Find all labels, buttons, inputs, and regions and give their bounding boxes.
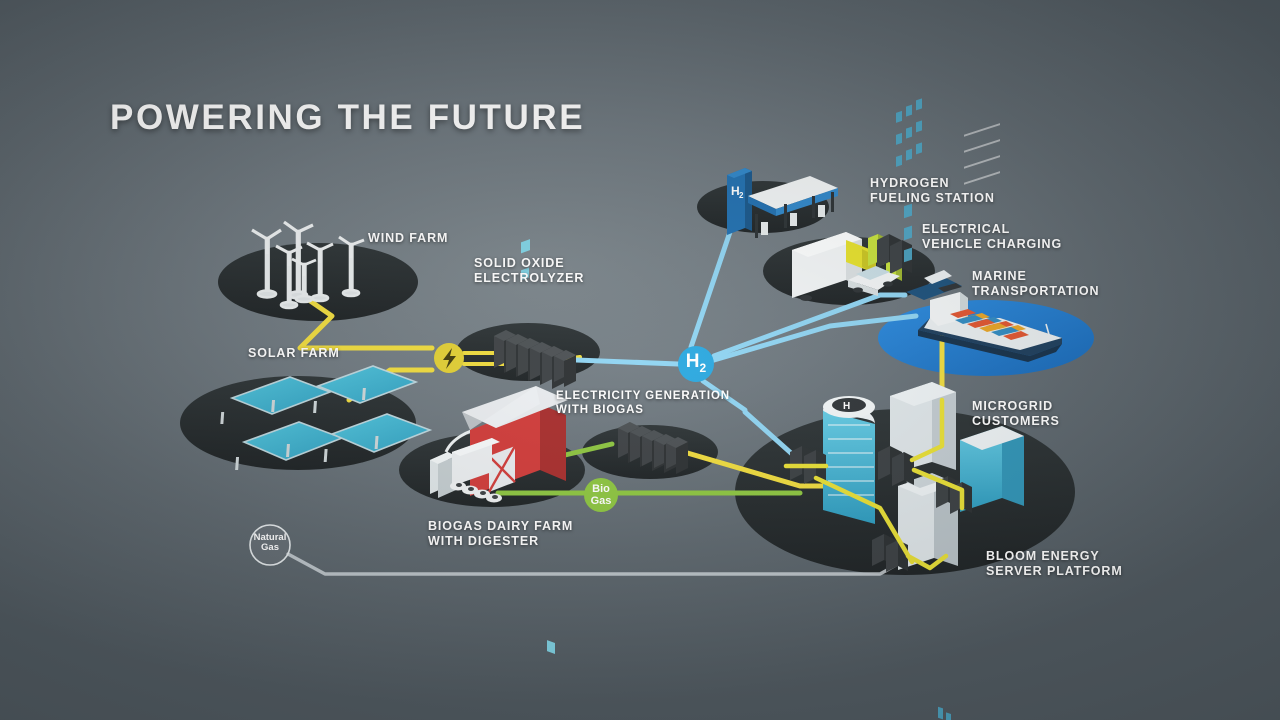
natural-gas-node[interactable] bbox=[249, 524, 291, 566]
h2-to-fueling-station-line bbox=[688, 229, 733, 350]
h2-to-marine-line bbox=[711, 313, 919, 363]
wind-to-power-line bbox=[297, 293, 435, 351]
wind-turbine bbox=[251, 228, 282, 299]
label-solid-oxide-electrolyzer: SOLID OXIDE ELECTROLYZER bbox=[474, 256, 585, 286]
hydrogen-fueling-station-group: H 2 bbox=[727, 168, 838, 238]
city-line-mid bbox=[813, 475, 915, 565]
delivery-truck bbox=[792, 232, 876, 301]
ev-charging-group bbox=[792, 232, 912, 301]
solar-farm-group bbox=[220, 365, 433, 470]
city-line-to-glass bbox=[911, 467, 965, 511]
label-solar-farm: SOLAR FARM bbox=[248, 346, 340, 360]
bloom-server-rack bbox=[790, 446, 826, 484]
label-wind-farm: WIND FARM bbox=[368, 231, 449, 245]
solar-array bbox=[220, 376, 333, 424]
wind-turbine bbox=[275, 244, 303, 310]
h2-to-ev-charging-line bbox=[711, 292, 908, 359]
label-microgrid-customers: MICROGRID CUSTOMERS bbox=[972, 399, 1060, 429]
city-group: H bbox=[783, 98, 1024, 720]
label-hydrogen-fueling-station: HYDROGEN FUELING STATION bbox=[870, 176, 995, 206]
label-bloom-energy-server-platform: BLOOM ENERGY SERVER PLATFORM bbox=[986, 549, 1123, 579]
electric-car bbox=[848, 266, 900, 296]
tugboat bbox=[906, 270, 962, 300]
biogas-node[interactable] bbox=[584, 478, 618, 512]
fuel-dispensers bbox=[761, 205, 825, 235]
bolt-icon bbox=[443, 348, 456, 369]
label-marine-transportation: MARINE TRANSPORTATION bbox=[972, 269, 1100, 299]
nodes-layer[interactable] bbox=[249, 343, 714, 566]
electrolyzer-to-h2-line bbox=[573, 357, 681, 367]
solar-array bbox=[323, 413, 433, 462]
biogas-gen-module bbox=[666, 437, 688, 474]
station-canopy bbox=[748, 176, 838, 238]
wind-turbine bbox=[291, 257, 317, 304]
wind-farm-group bbox=[251, 220, 365, 310]
wind-turbine bbox=[338, 235, 365, 298]
svg-text:H: H bbox=[843, 401, 850, 412]
hospital-tower: H bbox=[823, 396, 875, 524]
container-ship bbox=[918, 283, 1062, 362]
label-electrical-vehicle-charging: ELECTRICAL VEHICLE CHARGING bbox=[922, 222, 1063, 252]
barn-lean-to bbox=[452, 438, 500, 486]
hydrogen-hub-node[interactable] bbox=[678, 346, 714, 382]
electrolyzer-module bbox=[554, 350, 576, 387]
city-line-top bbox=[909, 397, 945, 463]
city-power-lines bbox=[783, 397, 965, 571]
marine-transportation-group bbox=[906, 270, 1062, 362]
page-title: POWERING THE FUTURE bbox=[110, 98, 586, 137]
svg-text:2: 2 bbox=[739, 191, 744, 200]
city-line-to-front bbox=[905, 553, 949, 571]
biogas-generation-group bbox=[618, 422, 688, 474]
label-electricity-generation-with-biogas: ELECTRICITY GENERATION WITH BIOGAS bbox=[556, 390, 730, 417]
solar-array bbox=[313, 365, 419, 413]
svg-text:H: H bbox=[731, 184, 740, 198]
solid-oxide-electrolyzer-group bbox=[494, 330, 576, 389]
biogas-generation-to-city-line bbox=[681, 449, 829, 489]
cow-herd bbox=[450, 481, 502, 503]
ship-containers bbox=[950, 309, 1029, 340]
biogas-dairy-farm-group bbox=[430, 239, 568, 655]
label-biogas-dairy-farm: BIOGAS DAIRY FARM WITH DIGESTER bbox=[428, 519, 574, 549]
